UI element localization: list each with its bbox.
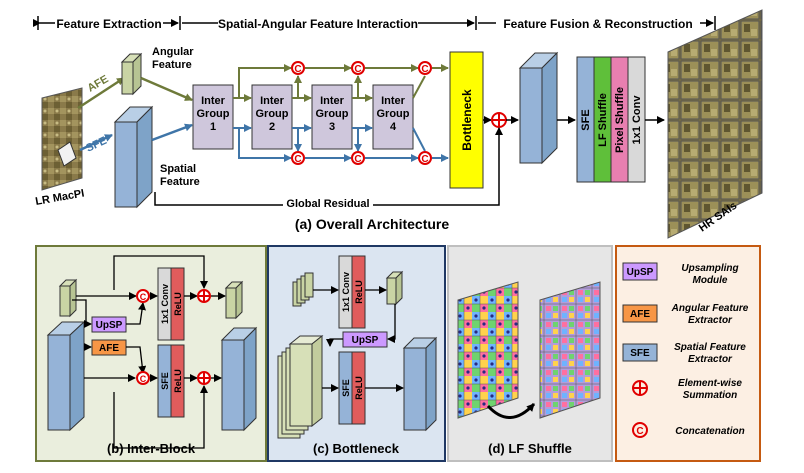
caption-c: (c) Bottleneck (313, 441, 400, 456)
svg-text:ReLU: ReLU (354, 280, 364, 304)
svg-text:C: C (294, 64, 301, 75)
svg-text:C: C (354, 154, 361, 165)
svg-text:ReLU: ReLU (173, 369, 183, 393)
sfe-arrow (79, 133, 113, 152)
lr-macpi-image (41, 87, 83, 191)
svg-text:C: C (140, 374, 147, 384)
concat-nodes: C C C C C C (291, 61, 432, 165)
svg-text:AFE: AFE (99, 343, 119, 354)
svg-text:Bottleneck: Bottleneck (460, 89, 474, 151)
svg-text:C: C (421, 154, 428, 165)
svg-text:1x1 Conv: 1x1 Conv (160, 284, 170, 324)
svg-text:C: C (140, 292, 147, 302)
svg-text:ReLU: ReLU (173, 292, 183, 316)
svg-text:SFE: SFE (160, 372, 170, 390)
panel-bottleneck: 1x1 Conv ReLU UpSP SFE ReLU (267, 245, 446, 462)
svg-text:C: C (354, 64, 361, 75)
spatial-feature-block (113, 105, 154, 209)
panel-inter-block: UpSP AFE 1x1 Conv ReLU SFE ReLU (35, 245, 267, 462)
svg-text:UpSP: UpSP (96, 320, 123, 331)
svg-text:Pixel Shuffle: Pixel Shuffle (614, 87, 626, 153)
svg-text:UpSP: UpSP (352, 335, 379, 346)
stage-feature-extraction: Feature Extraction (56, 17, 161, 31)
sum-node (491, 112, 507, 128)
global-residual-label: Global Residual (286, 198, 369, 210)
svg-text:Concatenation: Concatenation (675, 426, 744, 437)
angular-feature-block (120, 52, 143, 96)
svg-text:AFE: AFE (630, 309, 650, 320)
lr-macpi-label: LR MacPI (34, 188, 85, 208)
caption-d: (d) LF Shuffle (488, 441, 572, 456)
stage-interaction: Spatial-Angular Feature Interaction (218, 17, 418, 31)
svg-text:C: C (294, 154, 301, 165)
caption-b: (b) Inter-Block (107, 441, 196, 456)
reconstruction-stack: SFE LF Shuffle Pixel Shuffle 1x1 Conv (576, 56, 646, 183)
angular-to-group1 (140, 76, 193, 102)
svg-text:1x1 Conv: 1x1 Conv (341, 272, 351, 312)
panel-lf-shuffle (447, 245, 613, 462)
afe-label: AFE (86, 73, 111, 94)
afe-arrow (77, 76, 125, 110)
stage-header (33, 16, 716, 30)
stage-fusion: Feature Fusion & Reconstruction (503, 17, 692, 31)
svg-text:C: C (421, 64, 428, 75)
svg-text:SFE: SFE (341, 379, 351, 397)
fused-feature-block (518, 51, 559, 165)
svg-text:LF Shuffle: LF Shuffle (597, 93, 609, 147)
bottleneck-block: Bottleneck (449, 51, 484, 189)
svg-text:C: C (636, 426, 643, 437)
svg-text:1x1 Conv: 1x1 Conv (631, 95, 643, 145)
svg-text:SFE: SFE (580, 109, 592, 130)
svg-text:UpSP: UpSP (627, 267, 654, 278)
svg-text:SFE: SFE (630, 348, 650, 359)
global-residual-bg (283, 196, 373, 210)
svg-text:ReLU: ReLU (354, 376, 364, 400)
angular-path (233, 64, 449, 102)
spatial-path (233, 124, 449, 162)
caption-a: (a) Overall Architecture (295, 216, 450, 232)
hr-sais-image (667, 9, 763, 239)
spatial-to-group1 (151, 123, 193, 142)
